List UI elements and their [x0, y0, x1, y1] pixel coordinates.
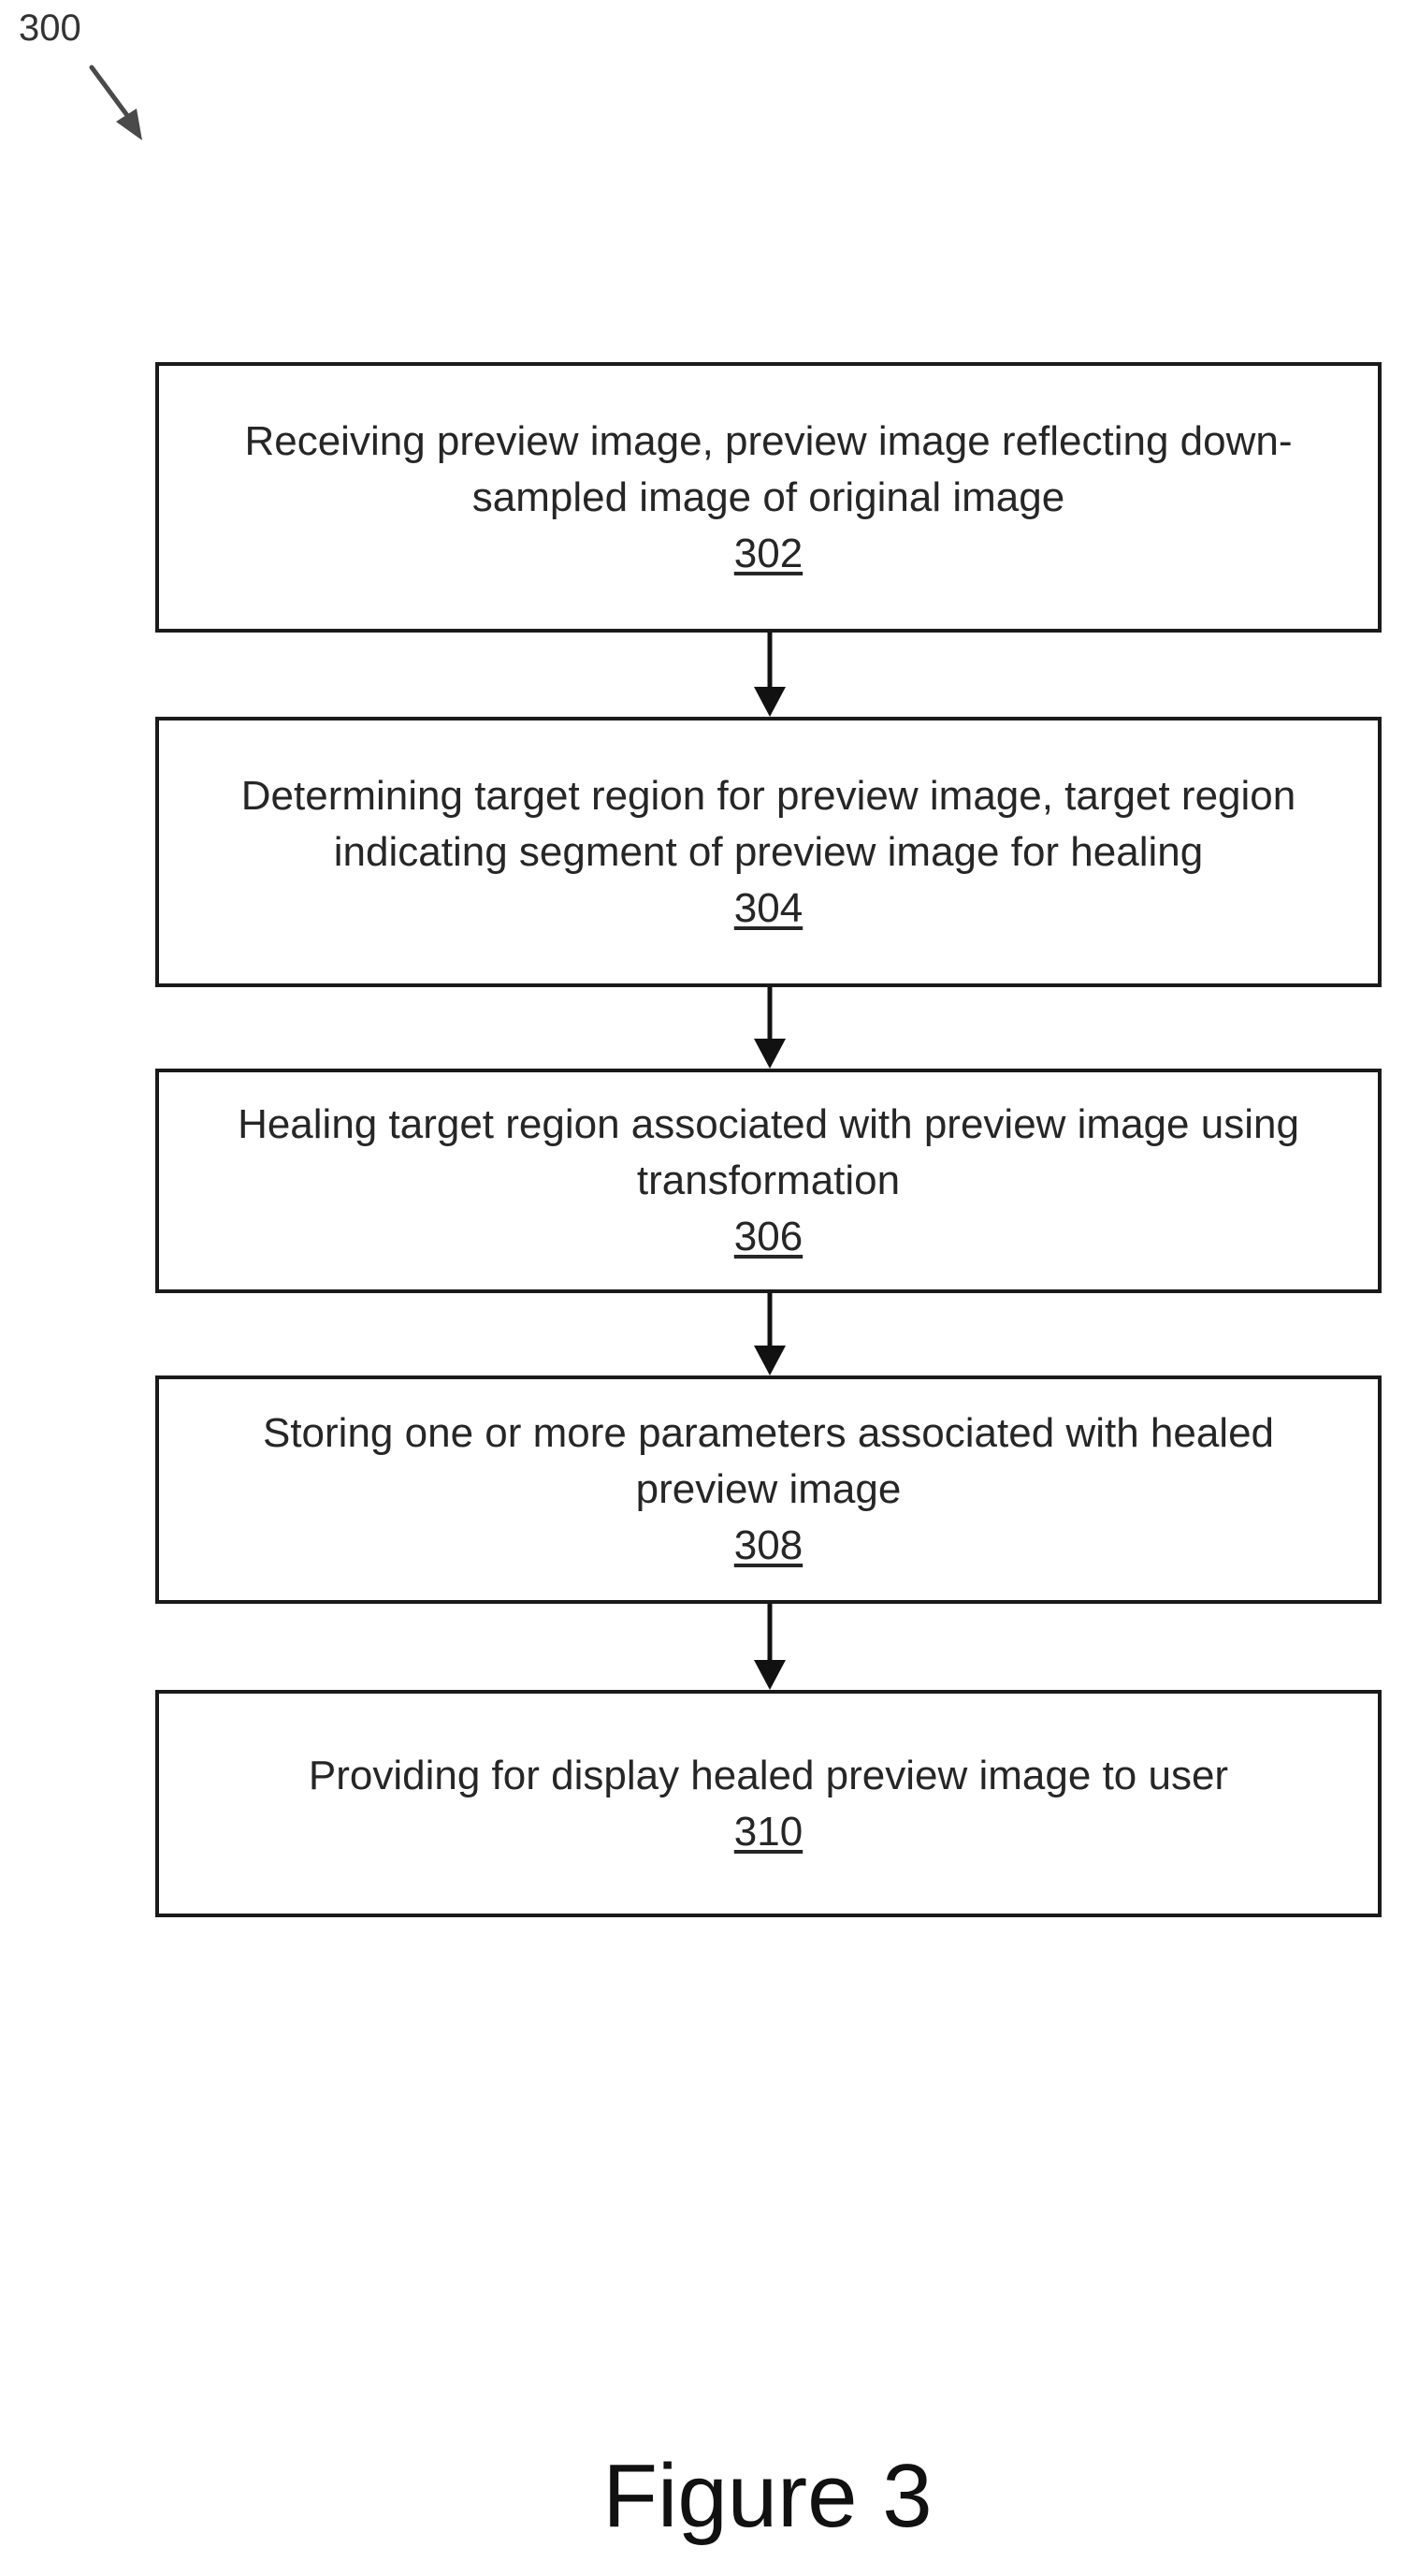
arrow-306-to-308 — [754, 1293, 786, 1375]
step-number-304: 304 — [734, 880, 803, 937]
step-number-308: 308 — [734, 1518, 803, 1574]
step-text-302: Receiving preview image, preview image r… — [189, 414, 1349, 526]
step-box-304: Determining target region for preview im… — [155, 717, 1382, 987]
step-text-304: Determining target region for preview im… — [189, 768, 1349, 880]
figure-caption: Figure 3 — [0, 2452, 1404, 2541]
step-text-306: Healing target region associated with pr… — [189, 1097, 1349, 1209]
step-text-310: Providing for display healed preview ima… — [309, 1748, 1228, 1804]
step-box-302: Receiving preview image, preview image r… — [155, 362, 1382, 633]
arrow-304-to-306 — [754, 987, 786, 1069]
step-text-308: Storing one or more parameters associate… — [189, 1405, 1349, 1518]
arrow-302-to-304 — [754, 633, 786, 717]
step-box-310: Providing for display healed preview ima… — [155, 1690, 1382, 1917]
step-number-302: 302 — [734, 526, 803, 582]
step-number-306: 306 — [734, 1209, 803, 1265]
arrow-308-to-310 — [754, 1604, 786, 1690]
step-box-308: Storing one or more parameters associate… — [155, 1375, 1382, 1604]
step-box-306: Healing target region associated with pr… — [155, 1069, 1382, 1293]
step-number-310: 310 — [734, 1804, 803, 1860]
